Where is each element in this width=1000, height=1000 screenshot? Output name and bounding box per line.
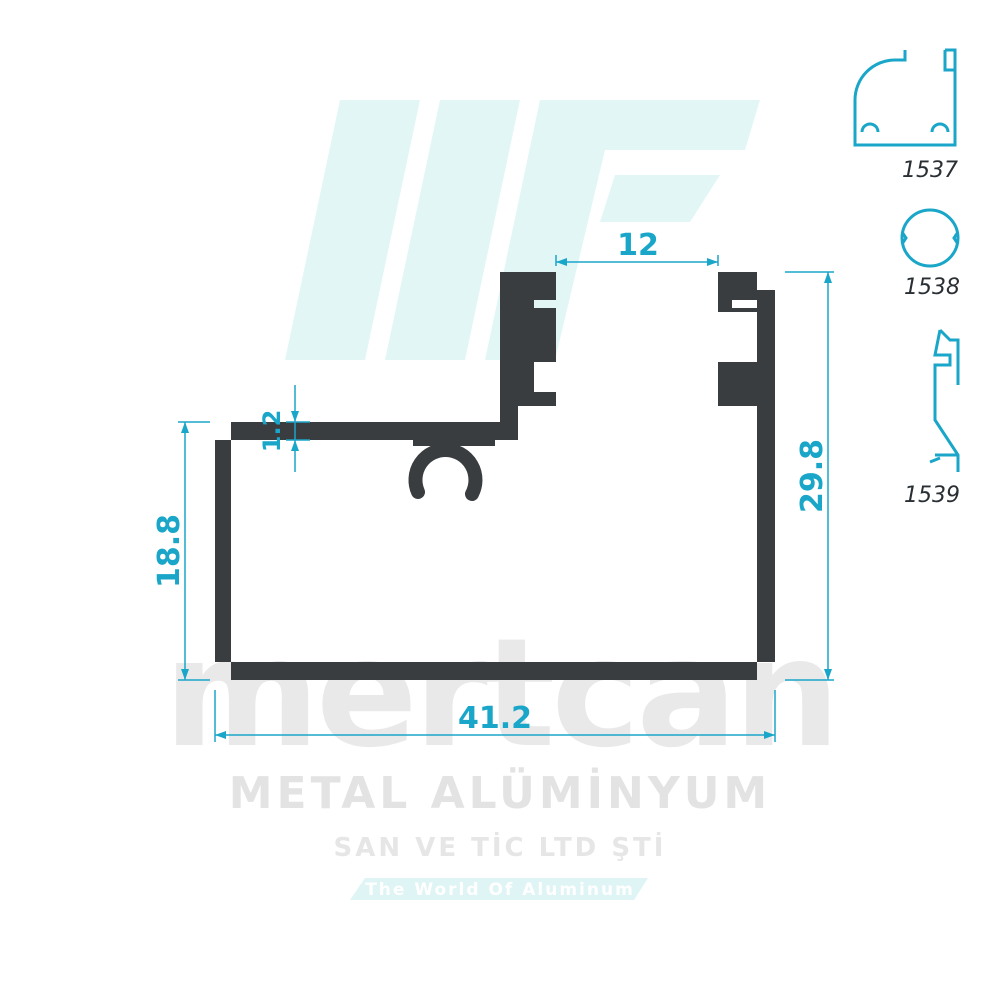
dim-total-height: 29.8 [795,439,830,513]
dim-left-height: 18.8 [152,514,187,588]
related-profile-1539 [929,328,960,472]
dim-total-width: 41.2 [458,701,532,736]
watermark-brand: mertcan [164,607,837,781]
dim-slot-width: 12 [617,228,659,263]
related-profile-code-1539: 1539 [904,483,960,508]
related-profile-code-1538: 1538 [904,275,960,300]
watermark-tagline-band [350,878,648,900]
watermark-company: METAL ALÜMİNYUM [229,766,771,819]
watermark-legal: SAN VE TİC LTD ŞTİ [334,831,667,863]
related-profile-1537 [853,48,957,147]
dim-wall-thickness: 1.2 [258,410,286,453]
related-profile-code-1537: 1537 [902,158,958,183]
related-profile-1538 [900,208,960,268]
dimension-lines [178,255,834,742]
watermark-tagline: The World Of Aluminum [365,880,635,900]
profile-section [215,272,775,680]
